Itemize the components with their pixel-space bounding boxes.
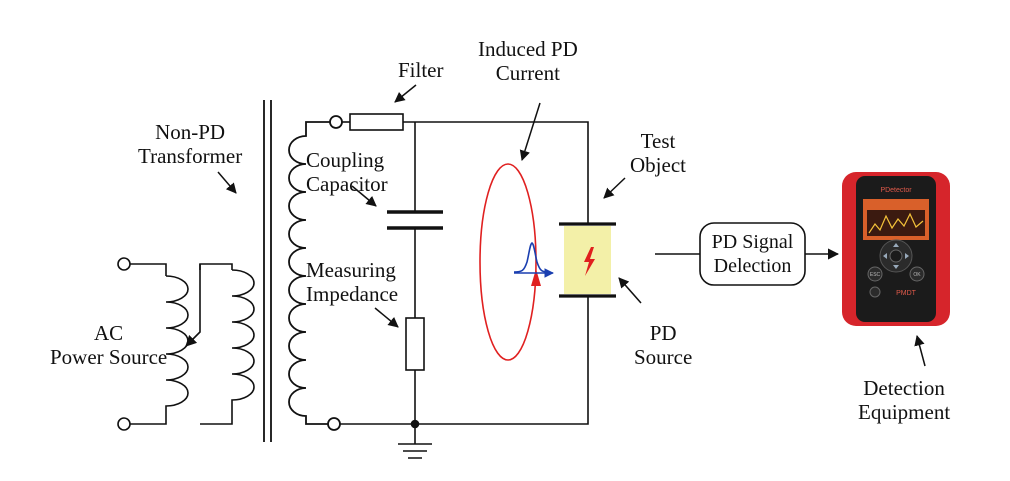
- source-terminal-top: [117, 257, 131, 271]
- ac-power-source-line-2: Power Source: [50, 345, 168, 369]
- dpad-right-icon: [905, 253, 909, 259]
- device-screen-plot: [868, 212, 924, 234]
- non-pd-transformer-line-2: Transformer: [138, 144, 243, 168]
- dpad-center: [889, 249, 903, 263]
- power-button: [869, 286, 881, 298]
- detection-equipment-label: Detection Equipment: [858, 376, 950, 424]
- esc-button-label: ESC: [870, 272, 881, 278]
- filter-label: Filter: [398, 58, 444, 82]
- loop-arrow-icon: [531, 269, 541, 286]
- induced-current-loop: [479, 163, 537, 361]
- measuring-impedance-line-1: Measuring: [306, 258, 396, 282]
- pd-signal-detection-line-1: PD Signal: [711, 231, 794, 253]
- pd-source-line-2: Source: [634, 345, 693, 369]
- lightning-icon: [584, 247, 595, 276]
- detection-equipment-line-1: Detection: [863, 376, 945, 400]
- ac-power-source-line-1: AC: [94, 321, 124, 345]
- circuit-wiring: [340, 113, 616, 459]
- ac-power-source: [117, 257, 255, 431]
- dpad-left-icon: [883, 253, 887, 259]
- detection-equipment-line-2: Equipment: [858, 400, 951, 424]
- wiper-coil: [200, 269, 255, 425]
- induced-pd-current-label: Induced PD Current: [478, 37, 578, 85]
- non-pd-transformer-line-1: Non-PD: [155, 120, 226, 144]
- wiper-wire: [199, 263, 233, 270]
- coupling-capacitor-label: Coupling Capacitor: [306, 148, 388, 196]
- pd-pulse: [513, 242, 549, 273]
- induced-pd-current-line-1: Induced PD: [478, 37, 578, 61]
- equipment-arrow: [914, 334, 926, 367]
- test-object-arrow: [603, 177, 626, 199]
- transformer-terminal-bottom: [327, 417, 341, 431]
- transformer-terminal-top: [329, 115, 343, 129]
- non-pd-transformer-label: Non-PD Transformer: [138, 120, 242, 168]
- pd-signal-detection-label: PD Signal Delection: [700, 230, 805, 278]
- wiper-arrow: [185, 264, 201, 347]
- coupling-capacitor-line-2: Capacitor: [306, 172, 388, 196]
- measuring-impedance-resistor: [405, 317, 425, 371]
- filter-resistor: [349, 113, 404, 131]
- test-object-label: Test Object: [630, 129, 686, 177]
- impedance-arrow: [374, 307, 399, 328]
- device-logo: PMDT: [896, 290, 917, 297]
- source-terminal-bottom: [117, 417, 131, 431]
- capacitor-arrow: [351, 185, 377, 207]
- measuring-impedance-line-2: Impedance: [306, 282, 399, 306]
- device-brand: PDetector: [880, 187, 912, 194]
- test-object-line-1: Test: [640, 129, 676, 153]
- measuring-impedance-label: Measuring Impedance: [306, 258, 398, 306]
- ok-button-label: OK: [913, 272, 921, 278]
- pd-signal-detection-line-2: Delection: [713, 255, 792, 277]
- induced-pd-current-line-2: Current: [495, 61, 560, 85]
- ok-button: [909, 266, 925, 282]
- pd-source-line-1: PD: [649, 321, 677, 345]
- callout-arrows: [217, 84, 926, 367]
- test-object-line-2: Object: [630, 153, 686, 177]
- transformer-arrow: [217, 171, 237, 194]
- ground-symbol: [398, 424, 432, 459]
- pd-source-arrow: [618, 277, 642, 304]
- induced-current-arrow: [519, 102, 541, 162]
- coupling-capacitor-line-1: Coupling: [306, 148, 385, 172]
- detection-equipment-device: PDetector ESC OK PMDT: [842, 172, 950, 326]
- filter-arrow: [394, 84, 417, 103]
- dpad-down-icon: [893, 265, 899, 269]
- dpad-up-icon: [893, 243, 899, 247]
- secondary-coil: [288, 121, 330, 425]
- ac-power-source-label: AC Power Source: [50, 321, 167, 369]
- non-pd-transformer: [263, 100, 343, 442]
- pd-source-label: PD Source: [634, 321, 692, 369]
- bottom-return-wire: [340, 296, 589, 425]
- esc-button: [867, 266, 883, 282]
